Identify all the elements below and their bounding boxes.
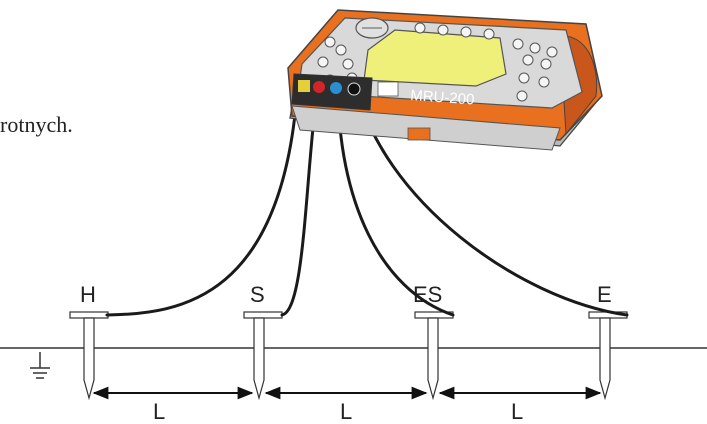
electrode-e bbox=[588, 311, 628, 401]
electrode-h bbox=[69, 311, 109, 401]
device-model-label: MRU-200 bbox=[410, 87, 475, 108]
electrode-s bbox=[243, 311, 283, 401]
caption-text: rotnych. bbox=[0, 112, 73, 137]
electrode-label-s: S bbox=[250, 282, 265, 307]
mru-200-meter: MRU-200 bbox=[287, 9, 603, 151]
electrode-label-h: H bbox=[80, 282, 96, 307]
electrode-label-e: E bbox=[597, 282, 612, 307]
distance-label-2: L bbox=[340, 399, 352, 419]
ground-symbol-icon bbox=[30, 352, 50, 379]
terminal-sockets bbox=[298, 80, 361, 96]
electrode-es bbox=[414, 311, 454, 401]
distance-label-3: L bbox=[511, 399, 523, 419]
rotary-knob-icon bbox=[355, 17, 389, 39]
distance-label-1: L bbox=[153, 399, 165, 419]
